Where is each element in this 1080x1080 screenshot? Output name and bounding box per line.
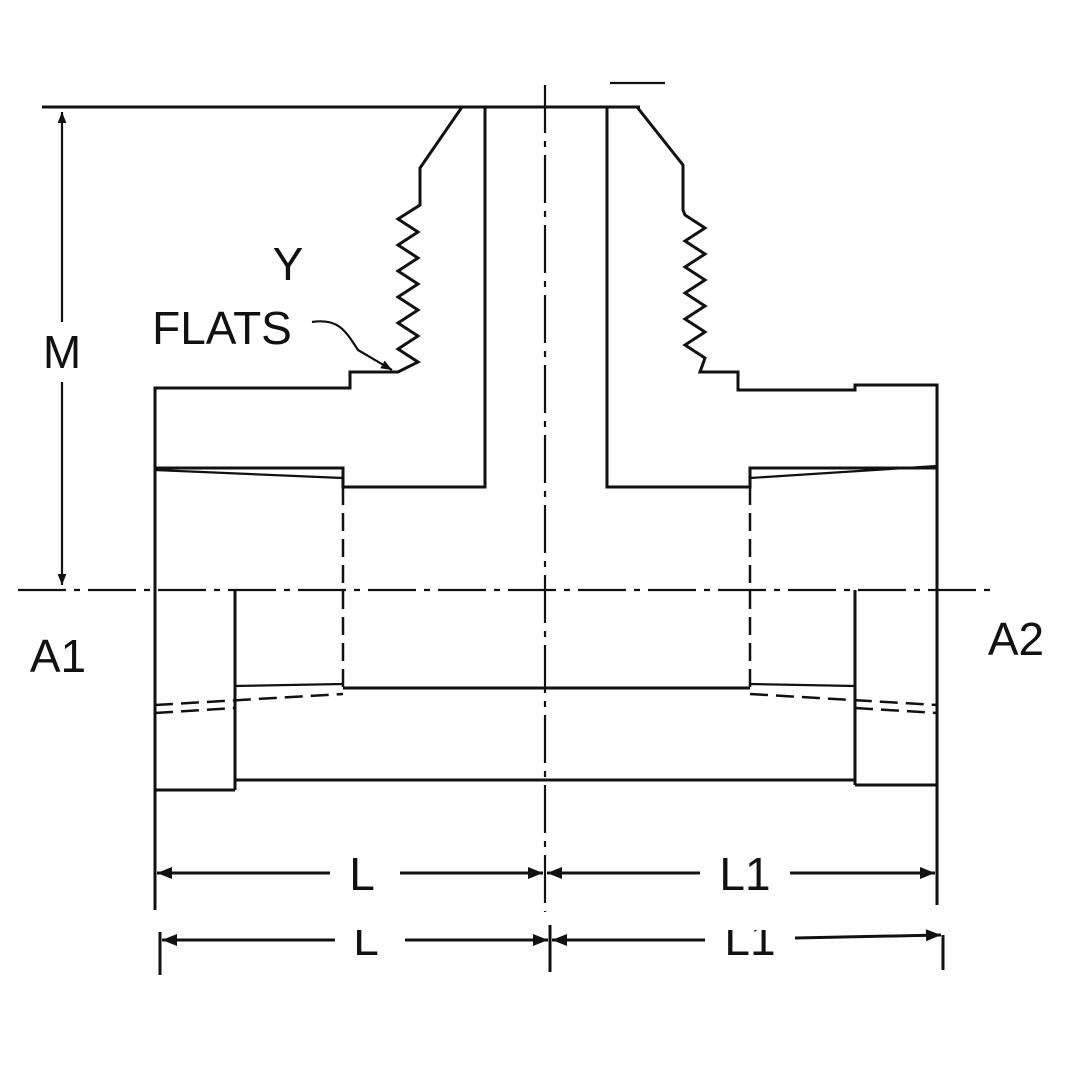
- hidden-lines: [154, 487, 938, 715]
- label-y: Y: [273, 238, 304, 290]
- flats-leader: [311, 320, 393, 371]
- label-a1: A1: [30, 630, 86, 682]
- right-hatched-section: [605, 105, 939, 489]
- left-hatched-section: [153, 105, 487, 489]
- run-body-outline: [153, 464, 939, 910]
- dimension-l-l1-repeat: [158, 925, 945, 975]
- label-a2: A2: [988, 613, 1044, 665]
- label-l: L: [349, 848, 375, 900]
- label-l-repeat: L: [353, 913, 379, 965]
- label-m: M: [43, 326, 81, 378]
- dimension-m: [35, 112, 90, 585]
- label-l1: L1: [719, 848, 770, 900]
- label-flats: FLATS: [152, 302, 292, 354]
- label-l1-repeat: L1: [724, 913, 775, 965]
